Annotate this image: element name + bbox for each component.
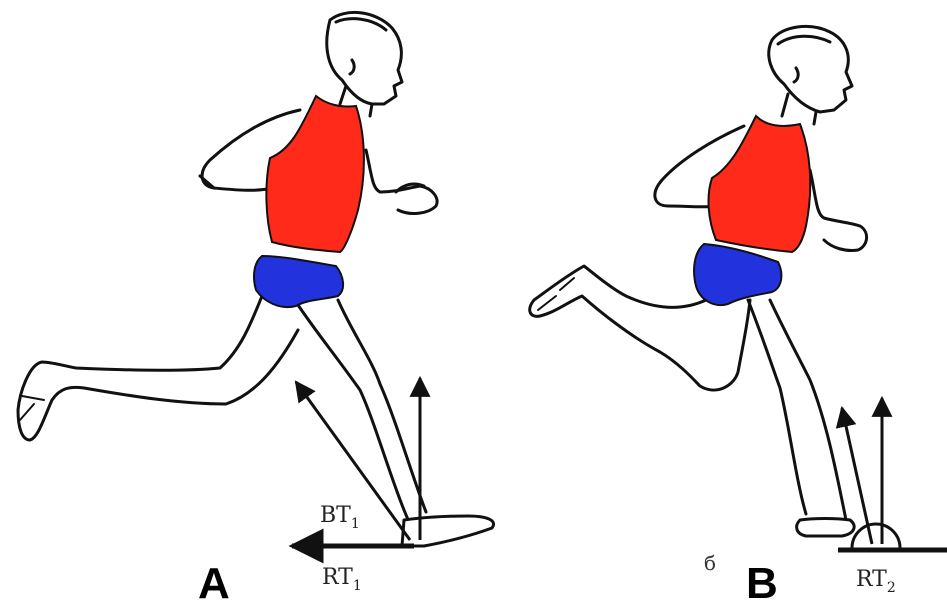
runner-b-head <box>769 26 852 112</box>
label-small-mark: б <box>704 551 716 575</box>
runner-a-foot <box>402 516 494 546</box>
label-rt2: RT2 <box>856 567 896 596</box>
runner-b-front-leg <box>748 300 846 520</box>
runner-a-shorts <box>254 256 343 307</box>
runner-a-vest <box>266 96 364 252</box>
runner-a-front-arm <box>366 150 437 213</box>
vector-b-angle-arc <box>852 524 900 548</box>
runner-a-front-leg <box>296 300 426 534</box>
label-bt1: BT1 <box>320 503 360 532</box>
runner-b-foot <box>797 519 855 537</box>
panel-letter-b: B <box>746 559 778 600</box>
runner-b-front-arm <box>810 170 867 251</box>
runner-b-shorts <box>694 244 781 305</box>
runner-a-back-leg <box>18 296 298 440</box>
panel-letter-a: A <box>198 559 230 600</box>
runner-a-head <box>327 12 402 104</box>
label-rt1: RT1 <box>322 565 362 594</box>
